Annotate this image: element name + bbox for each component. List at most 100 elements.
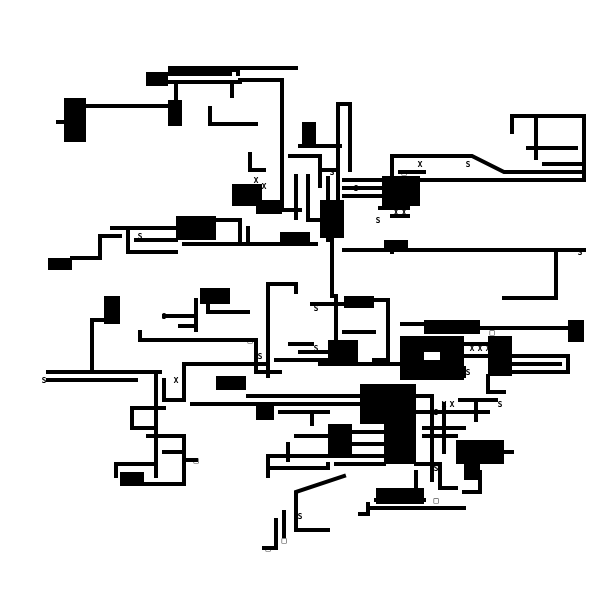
trap-marker: X [394,208,399,217]
corridor [502,250,558,300]
corridor [182,362,266,402]
room [302,122,316,144]
corridor [208,106,258,126]
stairs-marker: S [498,400,503,409]
room [120,472,144,486]
corridor [178,302,250,328]
room [456,440,504,464]
corridor [154,370,186,478]
door-marker: □ [266,544,271,553]
trap-marker: X [478,344,483,353]
room [64,98,86,142]
corridor [190,394,362,406]
corridor [274,358,402,366]
room [328,424,352,454]
corridor [322,168,338,242]
corridor [288,342,330,354]
door-marker: □ [378,416,383,425]
corridor [248,152,266,172]
trap-marker: X [174,376,179,385]
corridor [310,294,346,342]
stairs-marker: S [376,216,381,225]
door-marker: □ [194,456,199,465]
corridor [486,374,506,394]
room [176,216,216,240]
room [360,384,416,424]
corridor [526,146,586,166]
corridors-layer [46,66,586,550]
room-windows-layer [232,72,440,360]
room [280,232,310,244]
corridor [342,246,586,254]
stairs-marker: S [314,344,319,353]
room [168,66,240,76]
corridor [266,454,386,478]
corridor [414,462,458,490]
corridor [254,342,282,374]
trap-marker: X [262,182,267,191]
corridor [262,510,286,550]
room [424,320,480,334]
trap-marker: X [418,160,423,169]
room [384,424,416,464]
corridor [378,206,410,218]
stairs-marker: S [330,168,335,177]
room [328,340,358,364]
corridor [90,318,106,374]
corridor [138,330,258,342]
stairs-marker: S [138,232,143,241]
corridor [130,406,166,430]
room [464,464,480,480]
stairs-marker: S [434,464,439,473]
corridor [70,226,130,260]
corridor [342,430,386,446]
room [232,184,262,206]
room [216,376,246,390]
stairs-marker: S [314,304,319,313]
room [168,100,182,126]
corridor [270,462,386,470]
room [256,200,282,214]
corridor [174,82,234,102]
door-marker: □ [434,496,439,505]
corridor [398,170,586,182]
corridor [214,218,318,246]
door-marker: □ [282,536,287,545]
corridor [462,342,498,378]
door-marker: □ [490,328,495,337]
door-marker: □ [248,336,253,345]
corridor [294,473,347,532]
stairs-marker: S [466,368,471,377]
stairs-marker: S [578,248,583,257]
stairs-marker: S [298,512,303,521]
corridor [114,462,158,478]
room [200,288,230,304]
room-window [424,352,440,360]
corridor [294,174,310,222]
corridor [288,144,342,188]
door-marker: □ [450,352,455,361]
trap-marker: X [470,344,475,353]
corridor [126,226,178,254]
corridor [400,322,570,330]
stairs-marker: S [434,408,439,417]
room [48,258,72,270]
trap-marker: X [442,400,447,409]
door-marker: □ [402,168,407,177]
stairs-marker: S [354,184,359,193]
corridor [372,298,390,362]
stairs-marker: S [390,164,395,173]
room [568,320,584,342]
corridor [510,354,570,374]
room [256,404,274,420]
room [382,176,420,206]
trap-marker: X [402,208,407,217]
stairs-marker: S [162,312,167,321]
corridor [390,154,586,178]
door-marker: □ [162,72,167,81]
corridor [462,470,482,494]
corridor [46,370,162,382]
room [344,296,374,308]
